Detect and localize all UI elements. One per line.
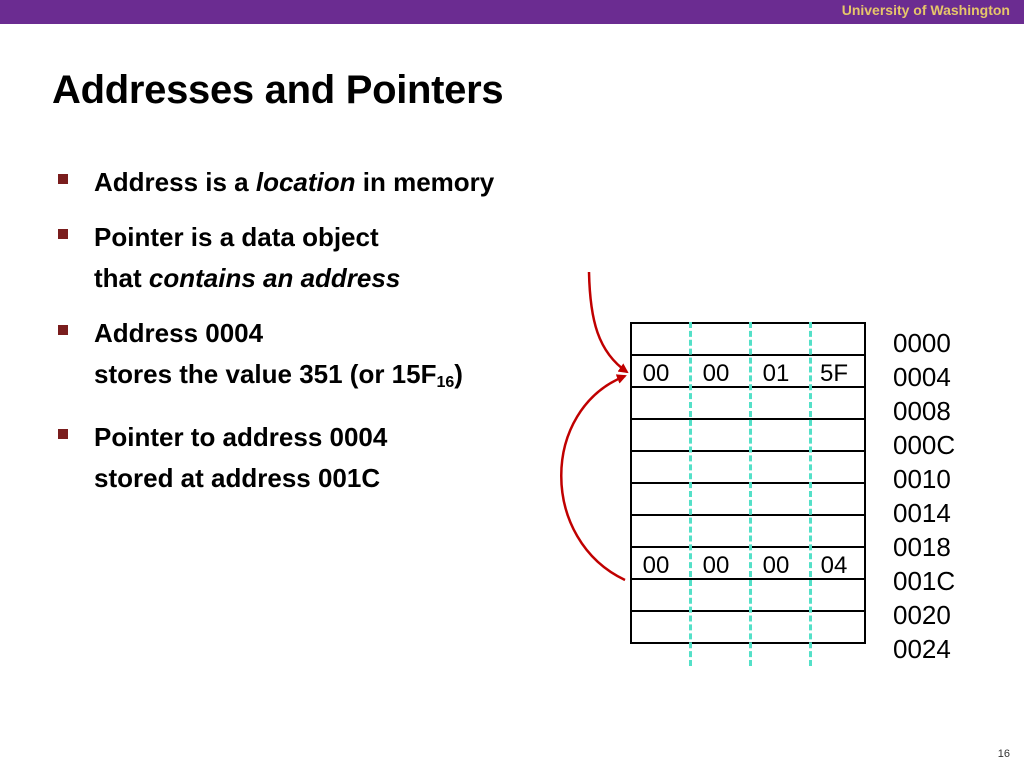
memory-address: 0008 [893, 396, 951, 426]
memory-row: 00 00 01 5F [630, 356, 866, 388]
memory-byte: 00 [702, 552, 730, 579]
memory-address: 0000 [893, 328, 951, 358]
bullet-square-icon [58, 429, 68, 439]
memory-row [630, 516, 866, 548]
byte-divider [689, 322, 692, 666]
memory-address: 0024 [893, 634, 951, 664]
slide-title: Addresses and Pointers [52, 68, 504, 112]
memory-row [630, 484, 866, 516]
address-column: 0000 0004 0008 000C 0010 0014 0018 001C 0020 0024 [893, 326, 955, 666]
memory-address: 001C [893, 566, 956, 596]
byte-divider [809, 322, 812, 666]
memory-table: 00 00 01 5F 00 00 00 04 [630, 322, 866, 644]
bullet-square-icon [58, 229, 68, 239]
header-bar: University of Washington [0, 0, 1024, 24]
memory-address: 0018 [893, 532, 951, 562]
memory-byte: 01 [762, 360, 790, 387]
memory-byte: 04 [820, 552, 848, 579]
bullet-item: Address is a location in memory [58, 162, 578, 203]
memory-byte: 00 [642, 360, 670, 387]
page-number: 16 [997, 748, 1010, 760]
memory-row: 00 00 00 04 [630, 548, 866, 580]
memory-address: 0020 [893, 600, 951, 630]
memory-address: 0004 [893, 362, 951, 392]
bullet-square-icon [58, 325, 68, 335]
memory-row [630, 452, 866, 484]
memory-row [630, 388, 866, 420]
org-name: University of Washington [841, 2, 1010, 18]
bullet-square-icon [58, 174, 68, 184]
memory-byte: 00 [762, 552, 790, 579]
byte-divider [749, 322, 752, 666]
memory-address: 0010 [893, 464, 951, 494]
arrow-001c-to-0004 [560, 374, 627, 582]
memory-address: 000C [893, 430, 956, 460]
memory-row [630, 612, 866, 644]
memory-byte: 00 [642, 552, 670, 579]
memory-address: 0014 [893, 498, 951, 528]
bullet-text: Address is a location in memory [94, 167, 495, 197]
memory-row [630, 580, 866, 612]
memory-row [630, 322, 866, 356]
memory-byte: 00 [702, 360, 730, 387]
memory-byte: 5F [819, 360, 848, 387]
arrow-into-0004 [587, 271, 629, 374]
memory-row [630, 420, 866, 452]
